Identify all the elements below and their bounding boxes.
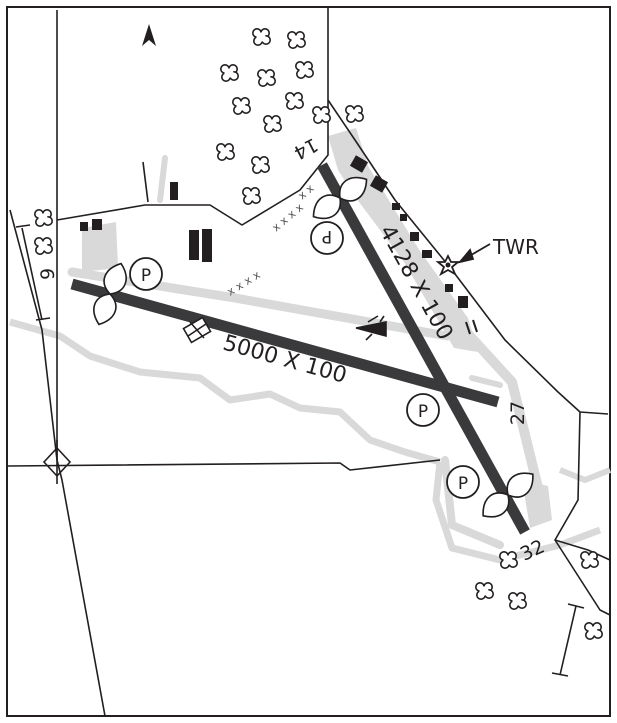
apron-northwest — [82, 222, 118, 272]
airport-boundary-east — [327, 99, 609, 415]
tree-icon — [579, 550, 600, 570]
tree-icon — [220, 64, 239, 82]
tree-icon — [232, 97, 251, 115]
tower-pointer — [457, 243, 491, 264]
tree-icon — [474, 581, 495, 601]
control-tower-icon — [435, 253, 461, 277]
parking-center: P — [406, 393, 440, 427]
runway-end-9: 9 — [37, 268, 59, 280]
tree-icon — [583, 621, 604, 641]
buildings — [80, 155, 468, 308]
roads — [7, 8, 611, 717]
parking-north: P — [310, 221, 344, 255]
rotating-beacon-icon — [355, 315, 387, 341]
parking-label: P — [458, 474, 468, 494]
road-intersection-marker — [42, 440, 72, 484]
tree-icon — [242, 187, 262, 205]
connector-east — [469, 375, 503, 388]
tree-icon — [498, 550, 519, 570]
airport-boundary-north — [56, 8, 329, 226]
ground-path-west — [9, 318, 441, 466]
road-northwest-spur — [142, 161, 149, 203]
ground-path-east — [558, 467, 612, 483]
approach-lights-icon — [182, 316, 212, 344]
road-south-east — [554, 539, 611, 616]
ground-path-south — [432, 461, 602, 564]
tree-icon — [507, 591, 528, 611]
parking-label: P — [141, 266, 151, 286]
tower-label: TWR — [492, 235, 539, 259]
taxiway-stub-north — [157, 155, 168, 203]
road-west-vertical — [56, 10, 106, 717]
tree-icon — [294, 60, 315, 79]
tree-icon — [33, 209, 54, 227]
tree-icon — [216, 143, 235, 161]
north-arrow-icon — [142, 24, 156, 46]
tree-icon — [262, 115, 283, 133]
tree-icon — [252, 27, 272, 47]
runway-end-27: 27 — [507, 401, 529, 425]
tree-icon — [251, 156, 271, 174]
parking-west: P — [129, 257, 163, 291]
tree-icon — [33, 237, 54, 255]
road-horizontal — [7, 459, 441, 471]
hangar-marks — [465, 319, 478, 335]
road-west-diagonal — [9, 209, 58, 461]
tree-icon — [344, 105, 365, 123]
tree-icon — [286, 30, 307, 50]
parking-label: P — [418, 402, 428, 422]
apron-southeast — [522, 480, 552, 528]
tree-icon — [284, 92, 305, 110]
boundary-ticks — [15, 224, 585, 677]
runway-9-27 — [70, 278, 500, 408]
tree-icon — [311, 106, 332, 124]
runway-14-32 — [317, 162, 530, 535]
tree-icon — [256, 69, 277, 87]
parking-label: P — [322, 226, 332, 246]
parking-south: P — [446, 465, 480, 499]
